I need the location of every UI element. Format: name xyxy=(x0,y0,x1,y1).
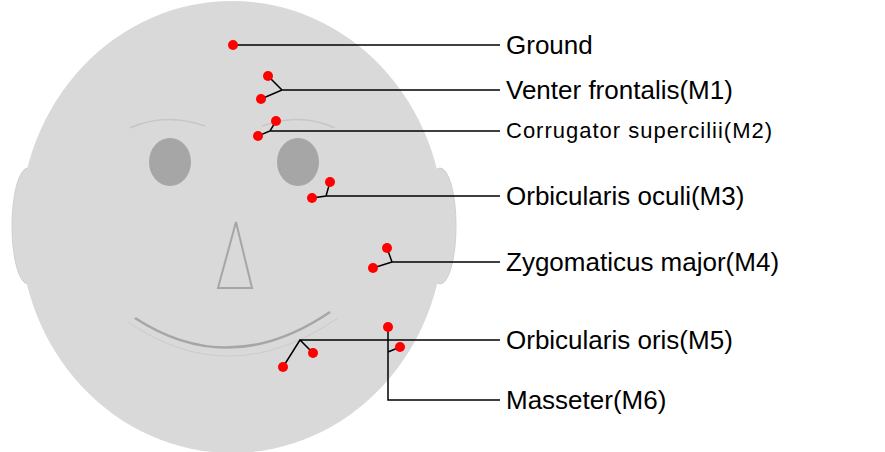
eye xyxy=(277,138,319,186)
electrode-dot xyxy=(308,348,318,358)
electrodes xyxy=(228,40,405,372)
muscle-label: Orbicularis oris(M5) xyxy=(506,326,733,355)
mouth-line xyxy=(128,318,338,356)
electrode-dot xyxy=(271,116,281,126)
electrode-dot xyxy=(395,342,405,352)
electrode-dot xyxy=(228,40,238,50)
eye xyxy=(149,138,191,186)
leader-lines xyxy=(233,45,500,400)
electrode-dot xyxy=(307,193,317,203)
leader-line xyxy=(283,340,500,367)
leader-line xyxy=(233,44,500,46)
electrode-dot xyxy=(256,94,266,104)
muscle-label: Zygomaticus major(M4) xyxy=(506,248,779,277)
electrode-dot xyxy=(278,362,288,372)
electrode-dot xyxy=(253,131,263,141)
leader-line xyxy=(258,121,500,136)
leader-line xyxy=(373,248,500,268)
muscle-label: Venter frontalis(M1) xyxy=(506,76,733,105)
eyebrow xyxy=(130,119,205,128)
muscle-label: Masseter(M6) xyxy=(506,386,666,415)
leader-line xyxy=(388,327,500,400)
muscle-label: Corrugator supercilii(M2) xyxy=(506,119,773,143)
electrode-dot xyxy=(382,243,392,253)
electrode-dot xyxy=(383,322,393,332)
electrode-dot xyxy=(325,177,335,187)
muscle-label: Orbicularis oculi(M3) xyxy=(506,182,744,211)
electrode-dot xyxy=(368,263,378,273)
electrode-dot xyxy=(263,71,273,81)
muscle-label: Ground xyxy=(506,31,593,60)
nose xyxy=(218,222,252,288)
head xyxy=(20,1,444,452)
leader-line xyxy=(261,76,500,99)
leader-line xyxy=(312,182,500,198)
